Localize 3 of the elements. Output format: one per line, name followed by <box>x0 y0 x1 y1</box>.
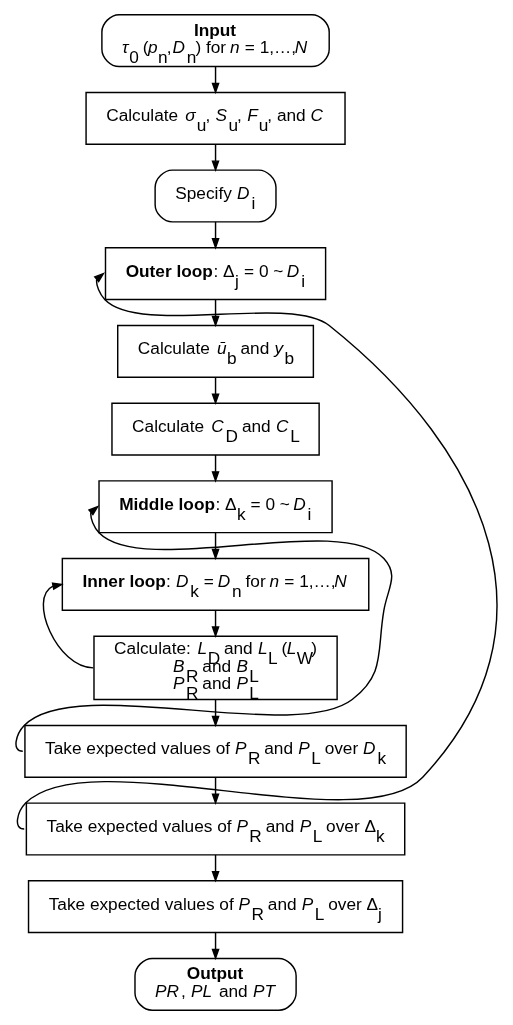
arrow <box>42 582 94 669</box>
arrow <box>16 272 498 830</box>
node-box: Output PR, PL and PT <box>134 957 297 1011</box>
